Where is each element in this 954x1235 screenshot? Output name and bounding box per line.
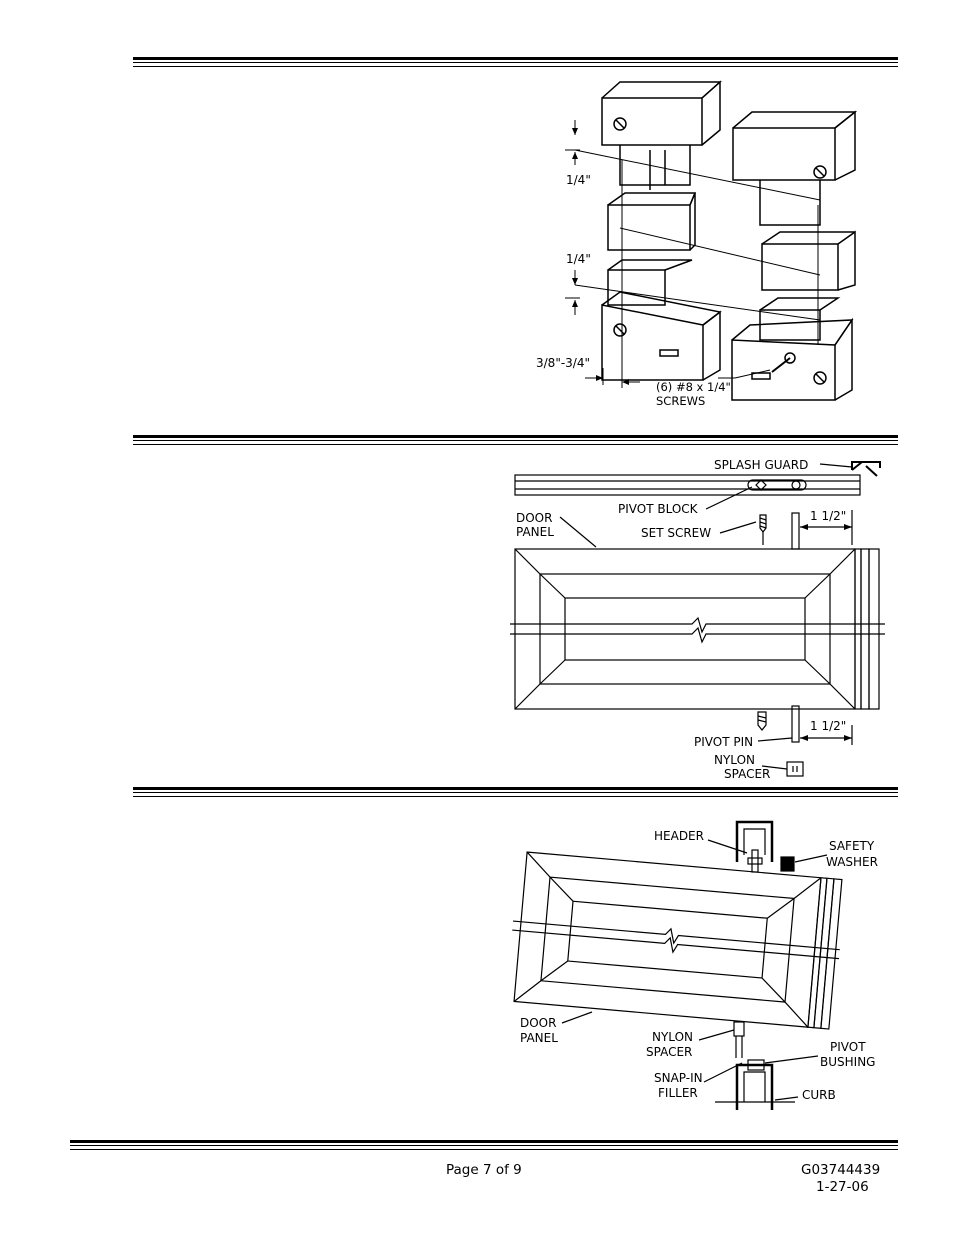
door-panel-label-4: PANEL [520,1031,558,1045]
page-number: Page 7 of 9 [446,1162,522,1178]
pivot-block-label: PIVOT BLOCK [618,502,698,516]
section-rule-3 [133,787,898,797]
header-label: HEADER [654,829,704,843]
pivot-bushing-label-2: BUSHING [820,1055,876,1069]
set-screw-label: SET SCREW [641,526,712,540]
safety-washer-label-1: SAFETY [829,839,875,853]
section-rule-2 [133,435,898,445]
document-number: G03744439 [801,1162,881,1178]
nylon-spacer-label-2: SPACER [724,767,771,781]
pivot-pin-label: PIVOT PIN [694,735,754,749]
screws-label-line1: (6) #8 x 1/4" [656,380,731,394]
dim-bottom-label: 1 1/2" [810,719,847,733]
dim-quarter-mid: 1/4" [566,252,591,266]
safety-washer-label-2: WASHER [826,855,878,869]
section-rule-top [133,57,898,67]
door-panel-label-2: PANEL [516,525,554,539]
snap-in-filler-label-1: SNAP-IN [654,1071,703,1085]
door-panel-label-3: DOOR [520,1016,557,1030]
nylon-spacer-label-3: NYLON [652,1030,693,1044]
snap-in-filler-label-2: FILLER [658,1086,698,1100]
curb-label: CURB [802,1088,836,1102]
screws-label-line2: SCREWS [656,394,706,408]
door-panel-label-1: DOOR [516,511,553,525]
nylon-spacer-label-4: SPACER [646,1045,693,1059]
dim-top-label: 1 1/2" [810,509,847,523]
nylon-spacer-label-1: NYLON [714,753,755,767]
pivot-bushing-label-1: PIVOT [830,1040,866,1054]
dim-three-eighths: 3/8"-3/4" [536,356,590,370]
dim-quarter-top: 1/4" [566,173,591,187]
splash-guard-label: SPLASH GUARD [714,458,809,472]
footer-rule [70,1140,898,1150]
document-date: 1-27-06 [816,1179,869,1195]
